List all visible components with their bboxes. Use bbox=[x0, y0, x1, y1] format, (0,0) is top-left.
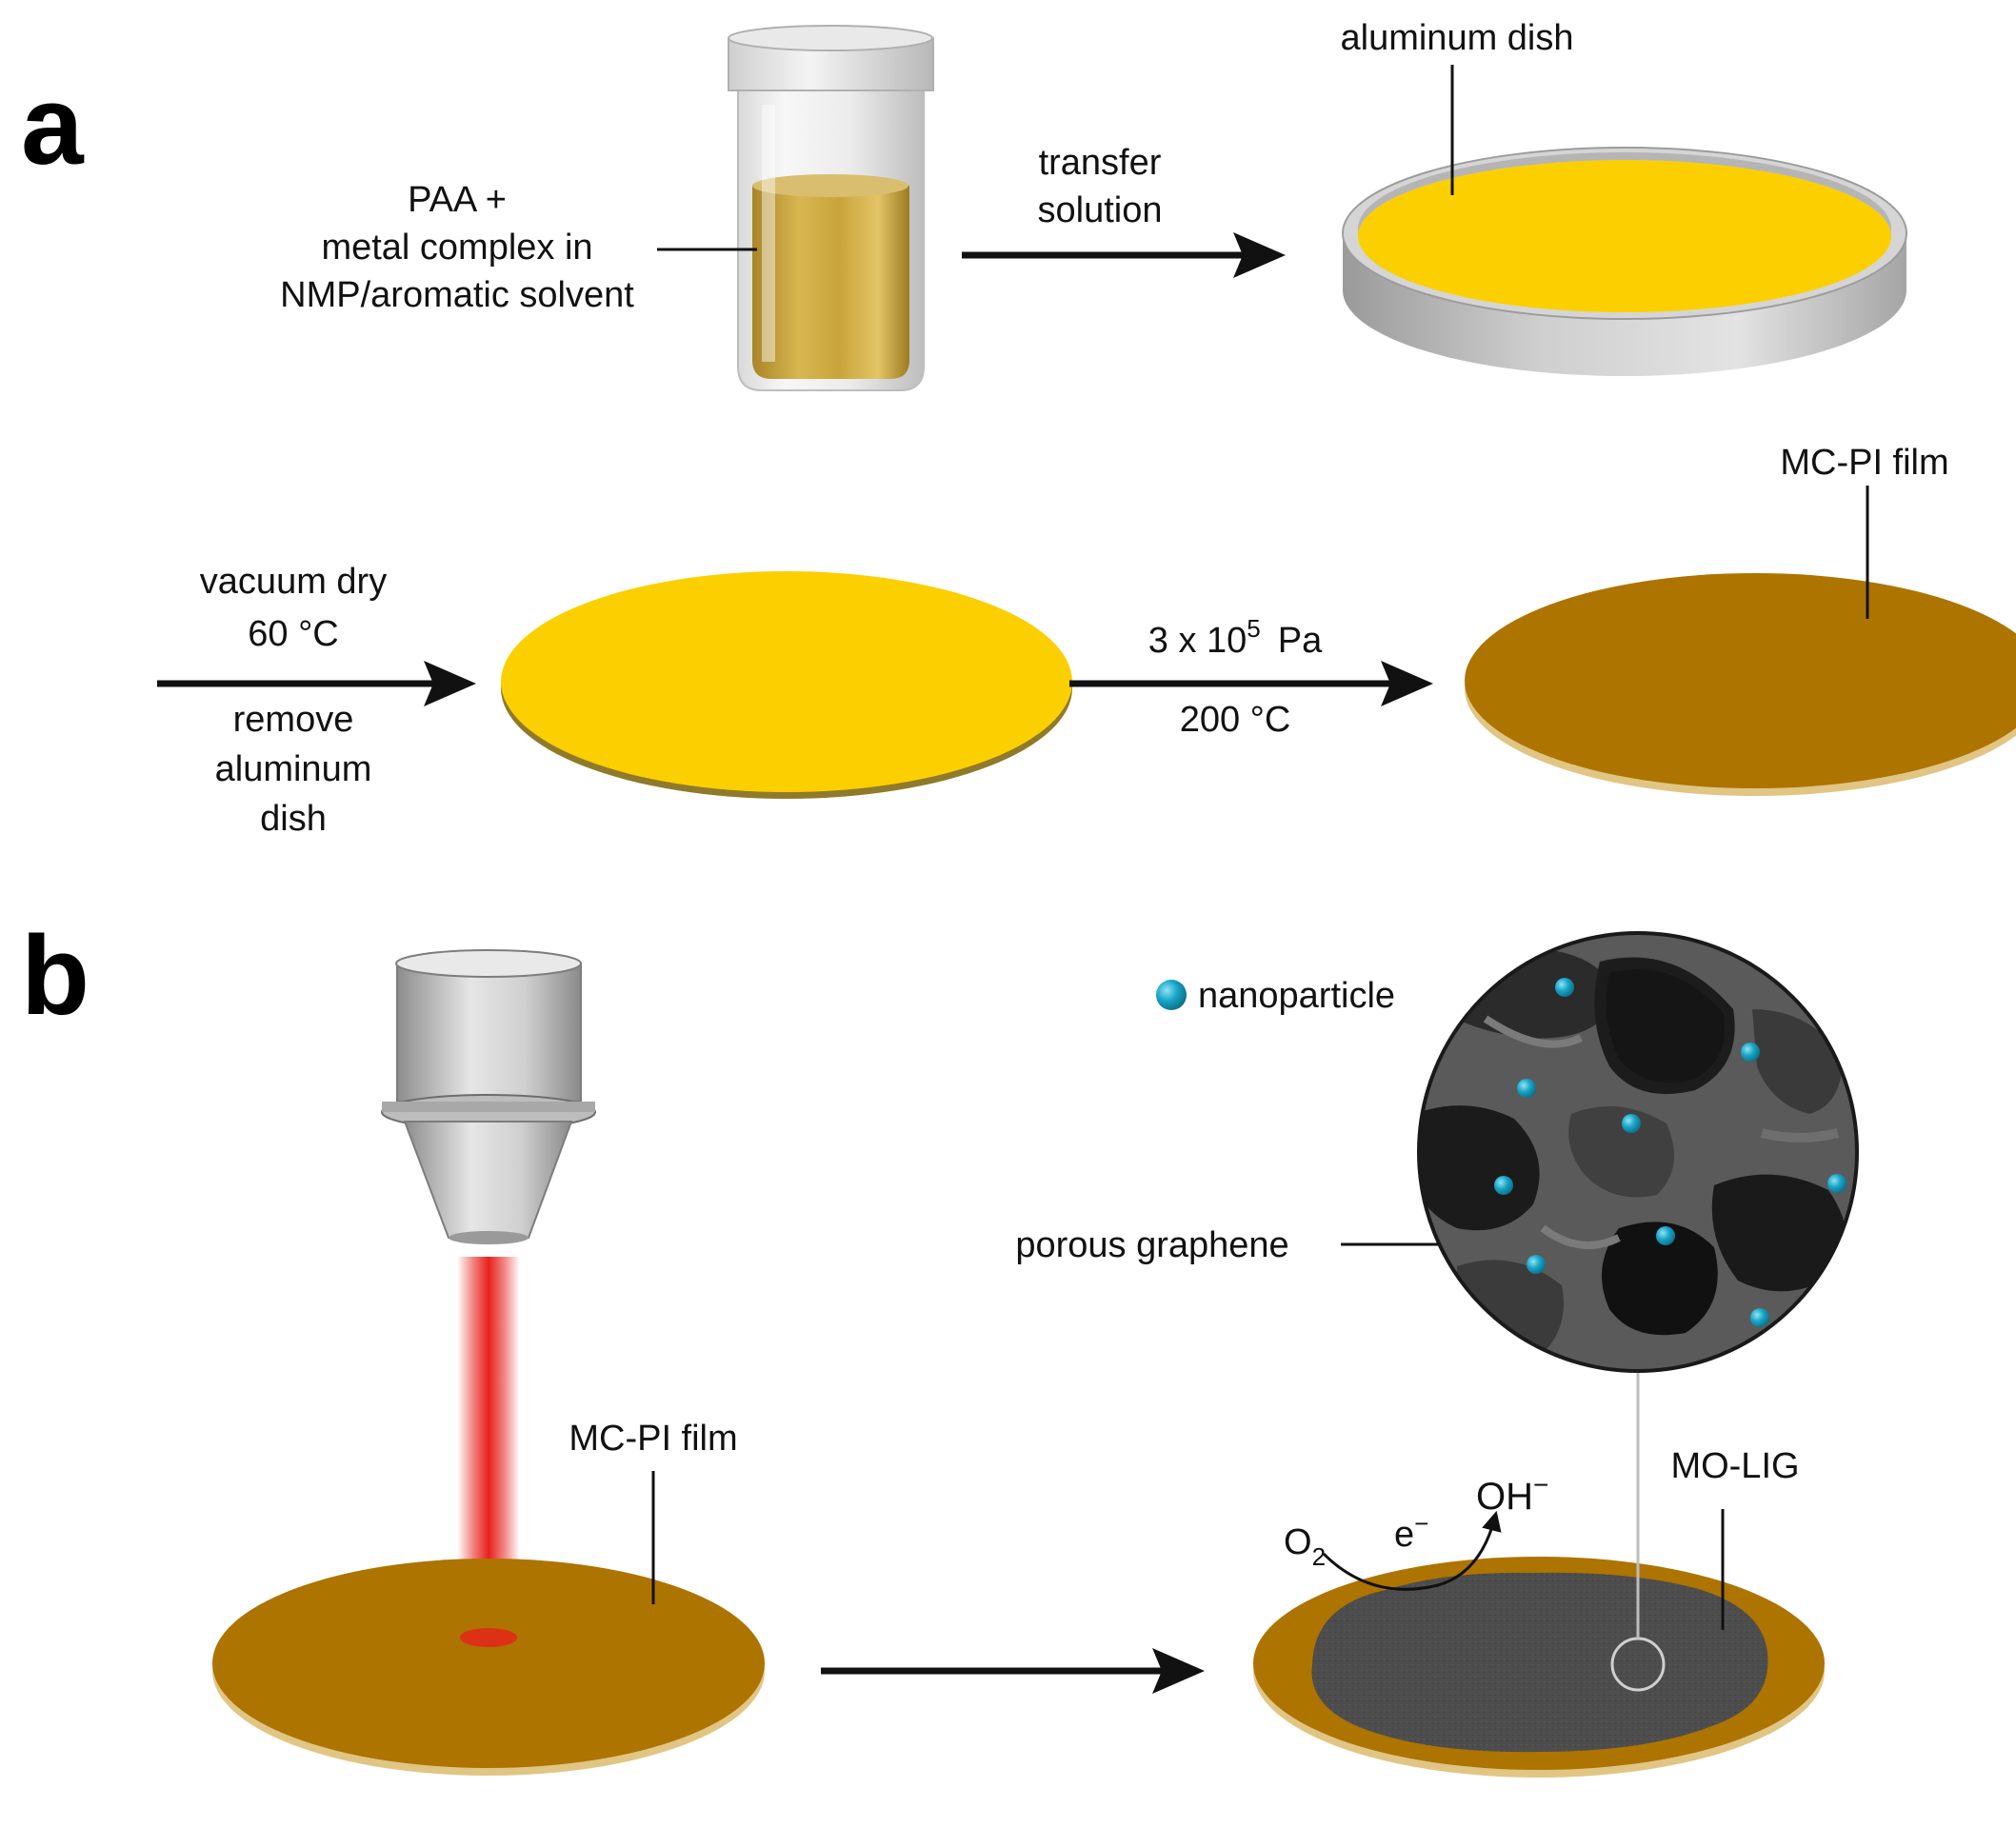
mc-pi-film-label-b: MC-PI film bbox=[569, 1419, 737, 1459]
vacuum-dry-label: vacuum dry bbox=[200, 562, 387, 602]
remove-label: remove bbox=[233, 700, 354, 740]
nanoparticle-label: nanoparticle bbox=[1198, 976, 1395, 1016]
electron-base: e bbox=[1394, 1515, 1414, 1555]
vial-label-line2: metal complex in bbox=[321, 228, 592, 268]
nanoparticle-dot bbox=[1527, 1255, 1546, 1274]
hydroxide-label: OH− bbox=[1476, 1470, 1548, 1518]
electron-superscript: − bbox=[1414, 1509, 1428, 1538]
pressure-exponent: 5 bbox=[1247, 614, 1260, 643]
dish-label: aluminum dish bbox=[1341, 18, 1574, 58]
yellow-film-disc bbox=[501, 571, 1072, 799]
vial-label-line3: NMP/aromatic solvent bbox=[280, 275, 634, 315]
transfer-label-line2: solution bbox=[1038, 190, 1163, 230]
nanoparticle-dot bbox=[1827, 1174, 1846, 1193]
nanoparticle-dot bbox=[1656, 1226, 1675, 1245]
mc-pi-film-disc bbox=[1465, 573, 2016, 796]
oxygen-base: O bbox=[1284, 1522, 1312, 1562]
nanoparticle-legend-icon bbox=[1156, 980, 1187, 1010]
mo-lig-label: MO-LIG bbox=[1670, 1446, 1799, 1486]
aluminum-dish bbox=[1342, 147, 1907, 376]
nanoparticle-dot bbox=[1517, 1079, 1536, 1098]
electron-label: e− bbox=[1394, 1509, 1428, 1555]
nanoparticle-dot bbox=[1741, 1043, 1760, 1062]
oxygen-label: O2 bbox=[1284, 1522, 1326, 1571]
pressure-label: 3 x 105 Pa bbox=[1148, 614, 1323, 661]
vacuum-dry-arrow bbox=[157, 661, 476, 706]
panel-b-letter: b bbox=[21, 913, 90, 1039]
panel-a-letter: a bbox=[21, 63, 85, 189]
vial-icon bbox=[728, 25, 934, 391]
oxygen-subscript: 2 bbox=[1312, 1542, 1326, 1571]
zoom-circle-outline bbox=[1417, 931, 1859, 1373]
transfer-label-line1: transfer bbox=[1039, 143, 1162, 183]
pressure-unit: Pa bbox=[1278, 621, 1323, 661]
pressure-base: 3 x 10 bbox=[1148, 621, 1248, 661]
laser-process-arrow bbox=[821, 1648, 1205, 1694]
transfer-arrow bbox=[962, 232, 1286, 278]
porous-graphene-zoom bbox=[1419, 933, 1857, 1371]
hydroxide-superscript: − bbox=[1533, 1470, 1548, 1500]
reaction-curved-arrow bbox=[1322, 1510, 1502, 1591]
temp-60-label: 60 °C bbox=[248, 614, 338, 654]
dish-word-label: dish bbox=[260, 799, 327, 839]
temp-200-label: 200 °C bbox=[1180, 700, 1291, 740]
nanoparticle-dot bbox=[1555, 978, 1574, 997]
laser-head-icon bbox=[381, 949, 596, 1244]
hydroxide-base: OH bbox=[1476, 1476, 1533, 1518]
press-arrow bbox=[1069, 661, 1433, 706]
nanoparticle-dot bbox=[1494, 1176, 1513, 1195]
porous-graphene-label: porous graphene bbox=[1015, 1225, 1288, 1265]
mo-lig-disc bbox=[1253, 1557, 1825, 1778]
mc-pi-film-disc-b bbox=[212, 1559, 765, 1776]
aluminum-label: aluminum bbox=[215, 749, 372, 789]
nanoparticle-dot bbox=[1750, 1308, 1769, 1327]
mc-pi-film-label: MC-PI film bbox=[1780, 443, 1948, 483]
vial-label-line1: PAA + bbox=[408, 180, 507, 220]
nanoparticle-dot bbox=[1622, 1114, 1641, 1133]
nanoparticles bbox=[1494, 978, 1846, 1327]
